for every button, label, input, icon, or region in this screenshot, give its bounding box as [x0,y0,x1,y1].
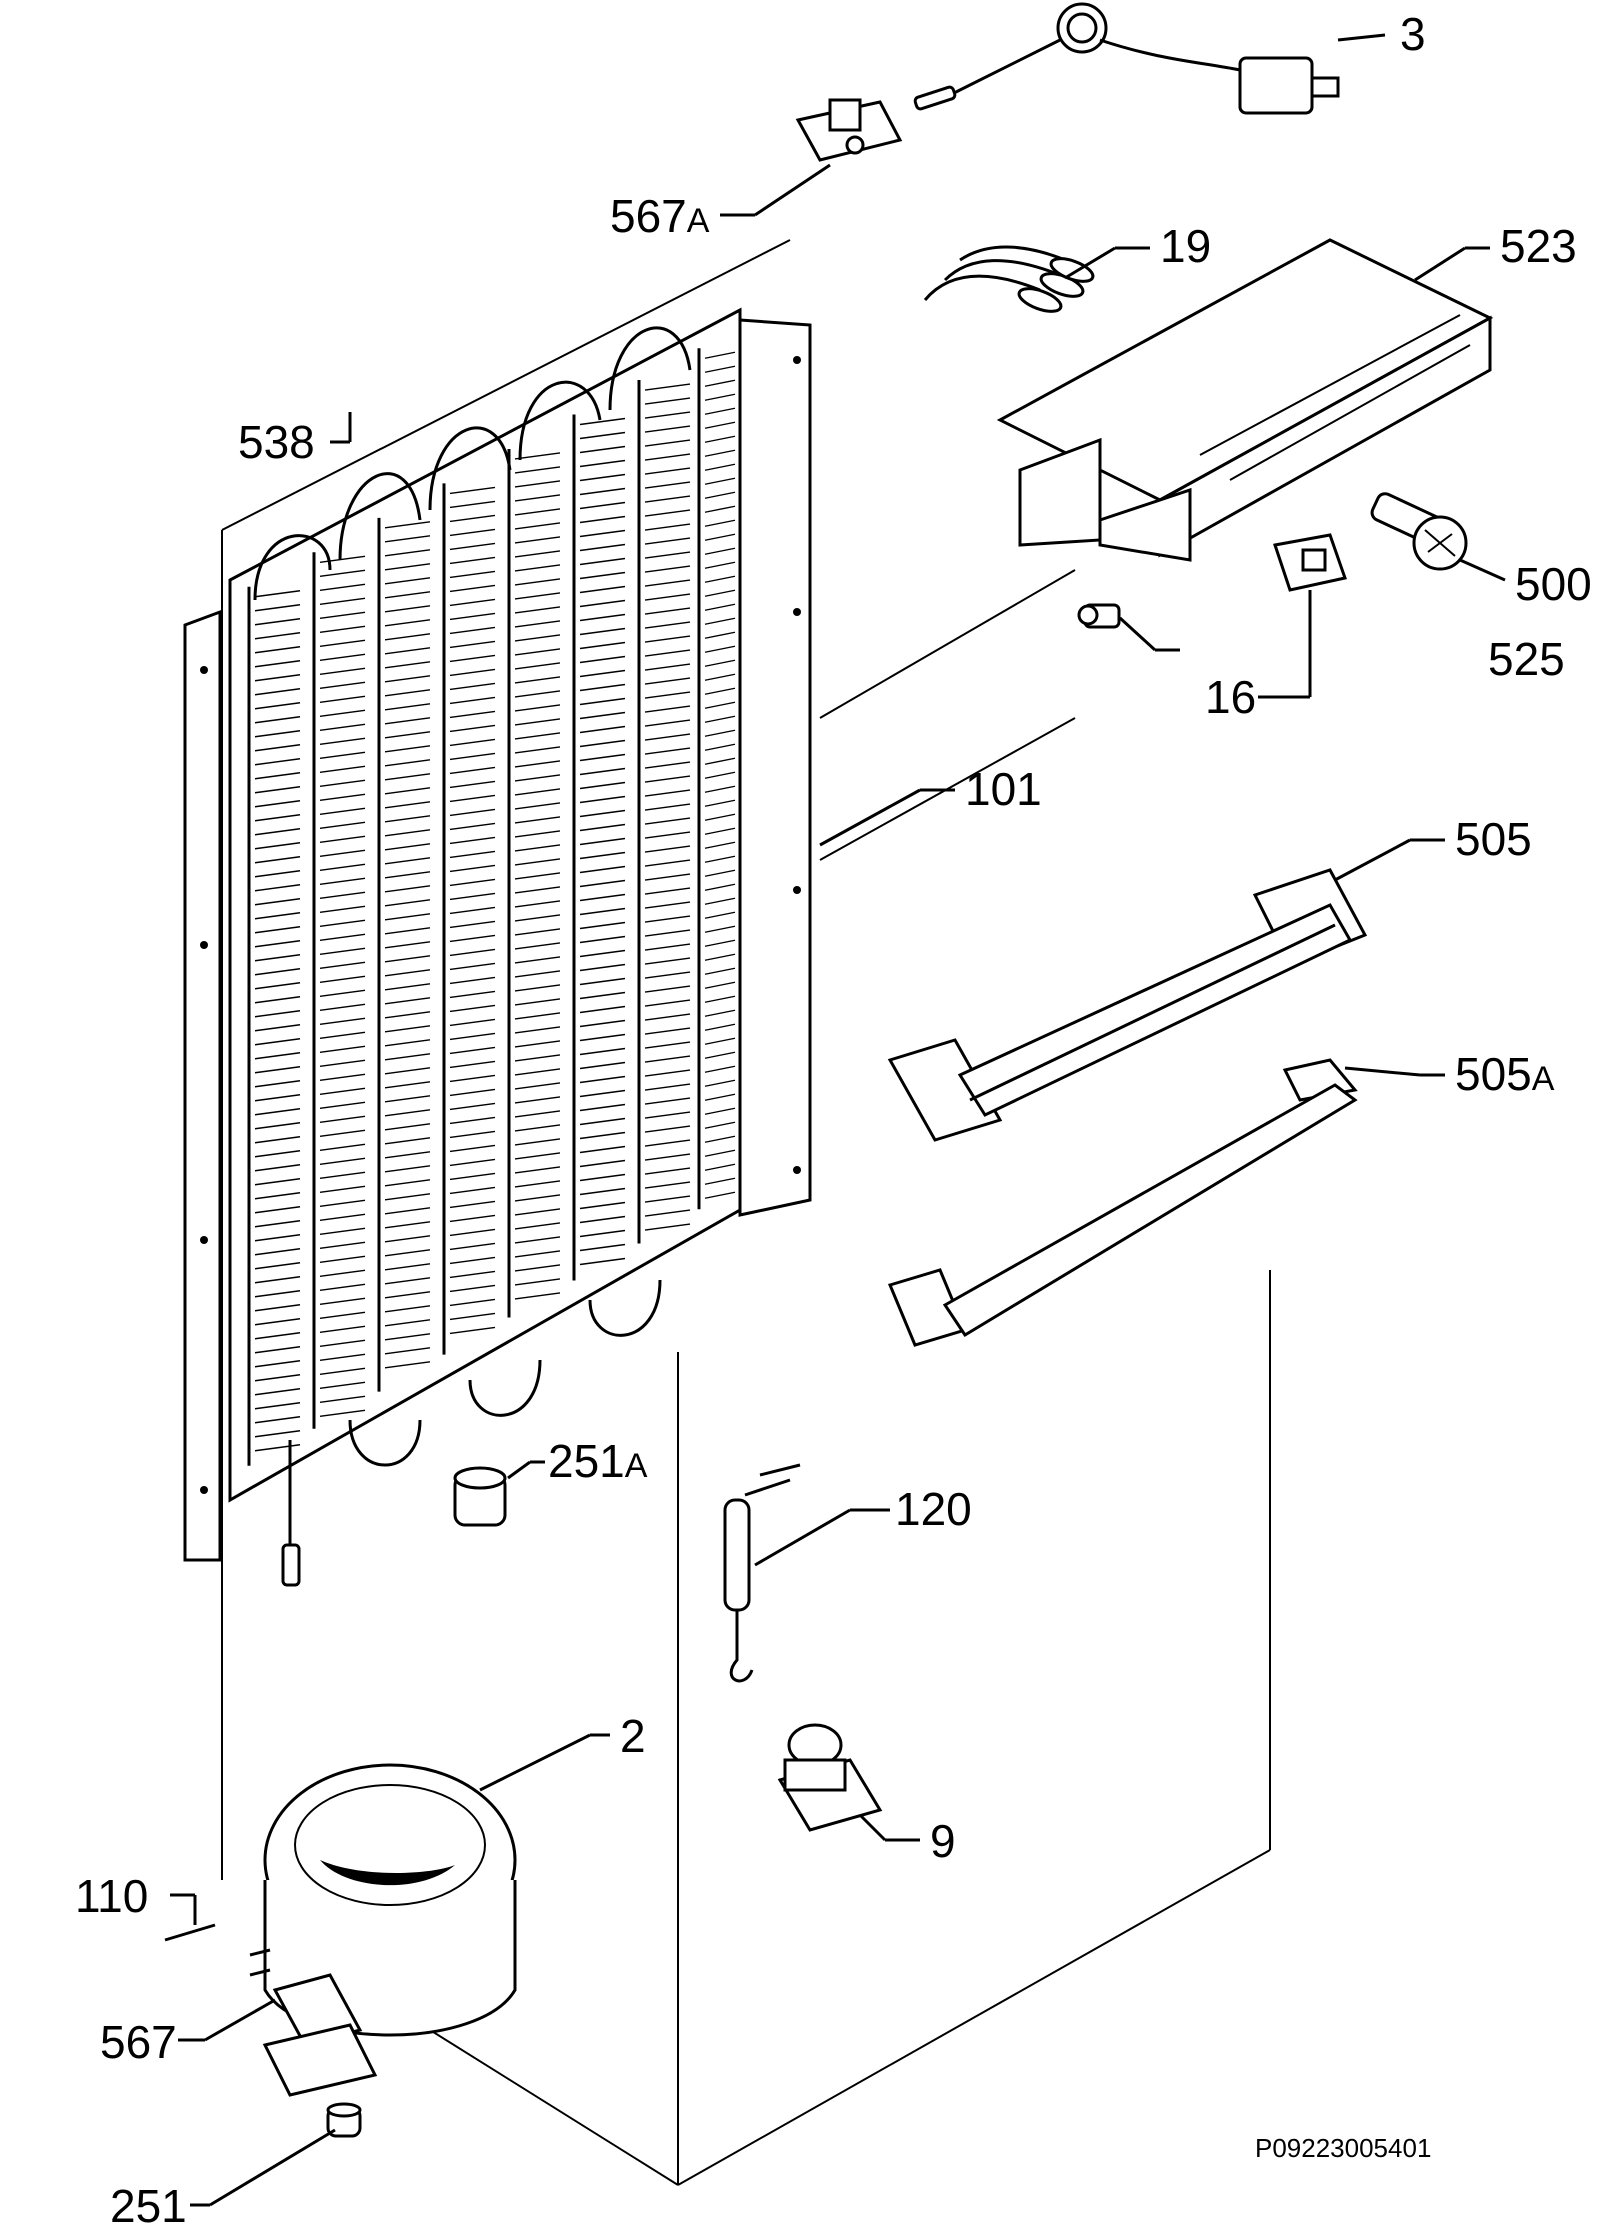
callout-567: 567 [100,2016,177,2068]
callout-251a: 251A [548,1435,648,1487]
reference-code: P09223005401 [1255,2133,1431,2163]
callout-567a: 567A [610,190,710,242]
condenser-part-101 [183,307,812,1587]
callout-505: 505 [1455,813,1532,865]
callout-2: 2 [620,1710,646,1762]
compressor-part-2 [249,1763,517,2097]
condenser-fins [247,348,736,1466]
grommet-part-251a [453,1466,507,1527]
pin-part-110 [164,1923,216,1942]
knob-part-500 [1370,492,1468,571]
filter-part-120 [723,1463,801,1683]
clip-part-567a [795,98,903,162]
callout-120: 120 [895,1483,972,1535]
grommet-part-251 [326,2102,362,2138]
thermostat-part-3 [913,2,1340,115]
callout-101: 101 [965,763,1042,815]
lamp-part-525 [1077,603,1121,629]
leader-lines [170,33,1506,2207]
callout-525: 525 [1488,633,1565,685]
callout-9: 9 [930,1815,956,1867]
callout-3: 3 [1400,8,1426,60]
control-housing-part-523 [996,238,1494,562]
callout-500: 500 [1515,558,1592,610]
connectors-part-19 [923,245,1095,313]
callout-505a: 505A [1455,1048,1555,1100]
callout-110: 110 [75,1870,148,1922]
shelf-part-505 [887,868,1368,1142]
callout-251: 251 [110,2180,187,2232]
shelf-part-505a [887,1058,1358,1347]
callout-538: 538 [238,416,315,468]
callout-16: 16 [1205,671,1256,723]
switch-part-16 [1273,533,1347,592]
callout-523: 523 [1500,220,1577,272]
callout-19: 19 [1160,220,1211,272]
clamp-part-9 [777,1723,883,1832]
callout-labels: 3 567A 19 523 538 500 525 16 101 505 505… [75,8,1592,2232]
